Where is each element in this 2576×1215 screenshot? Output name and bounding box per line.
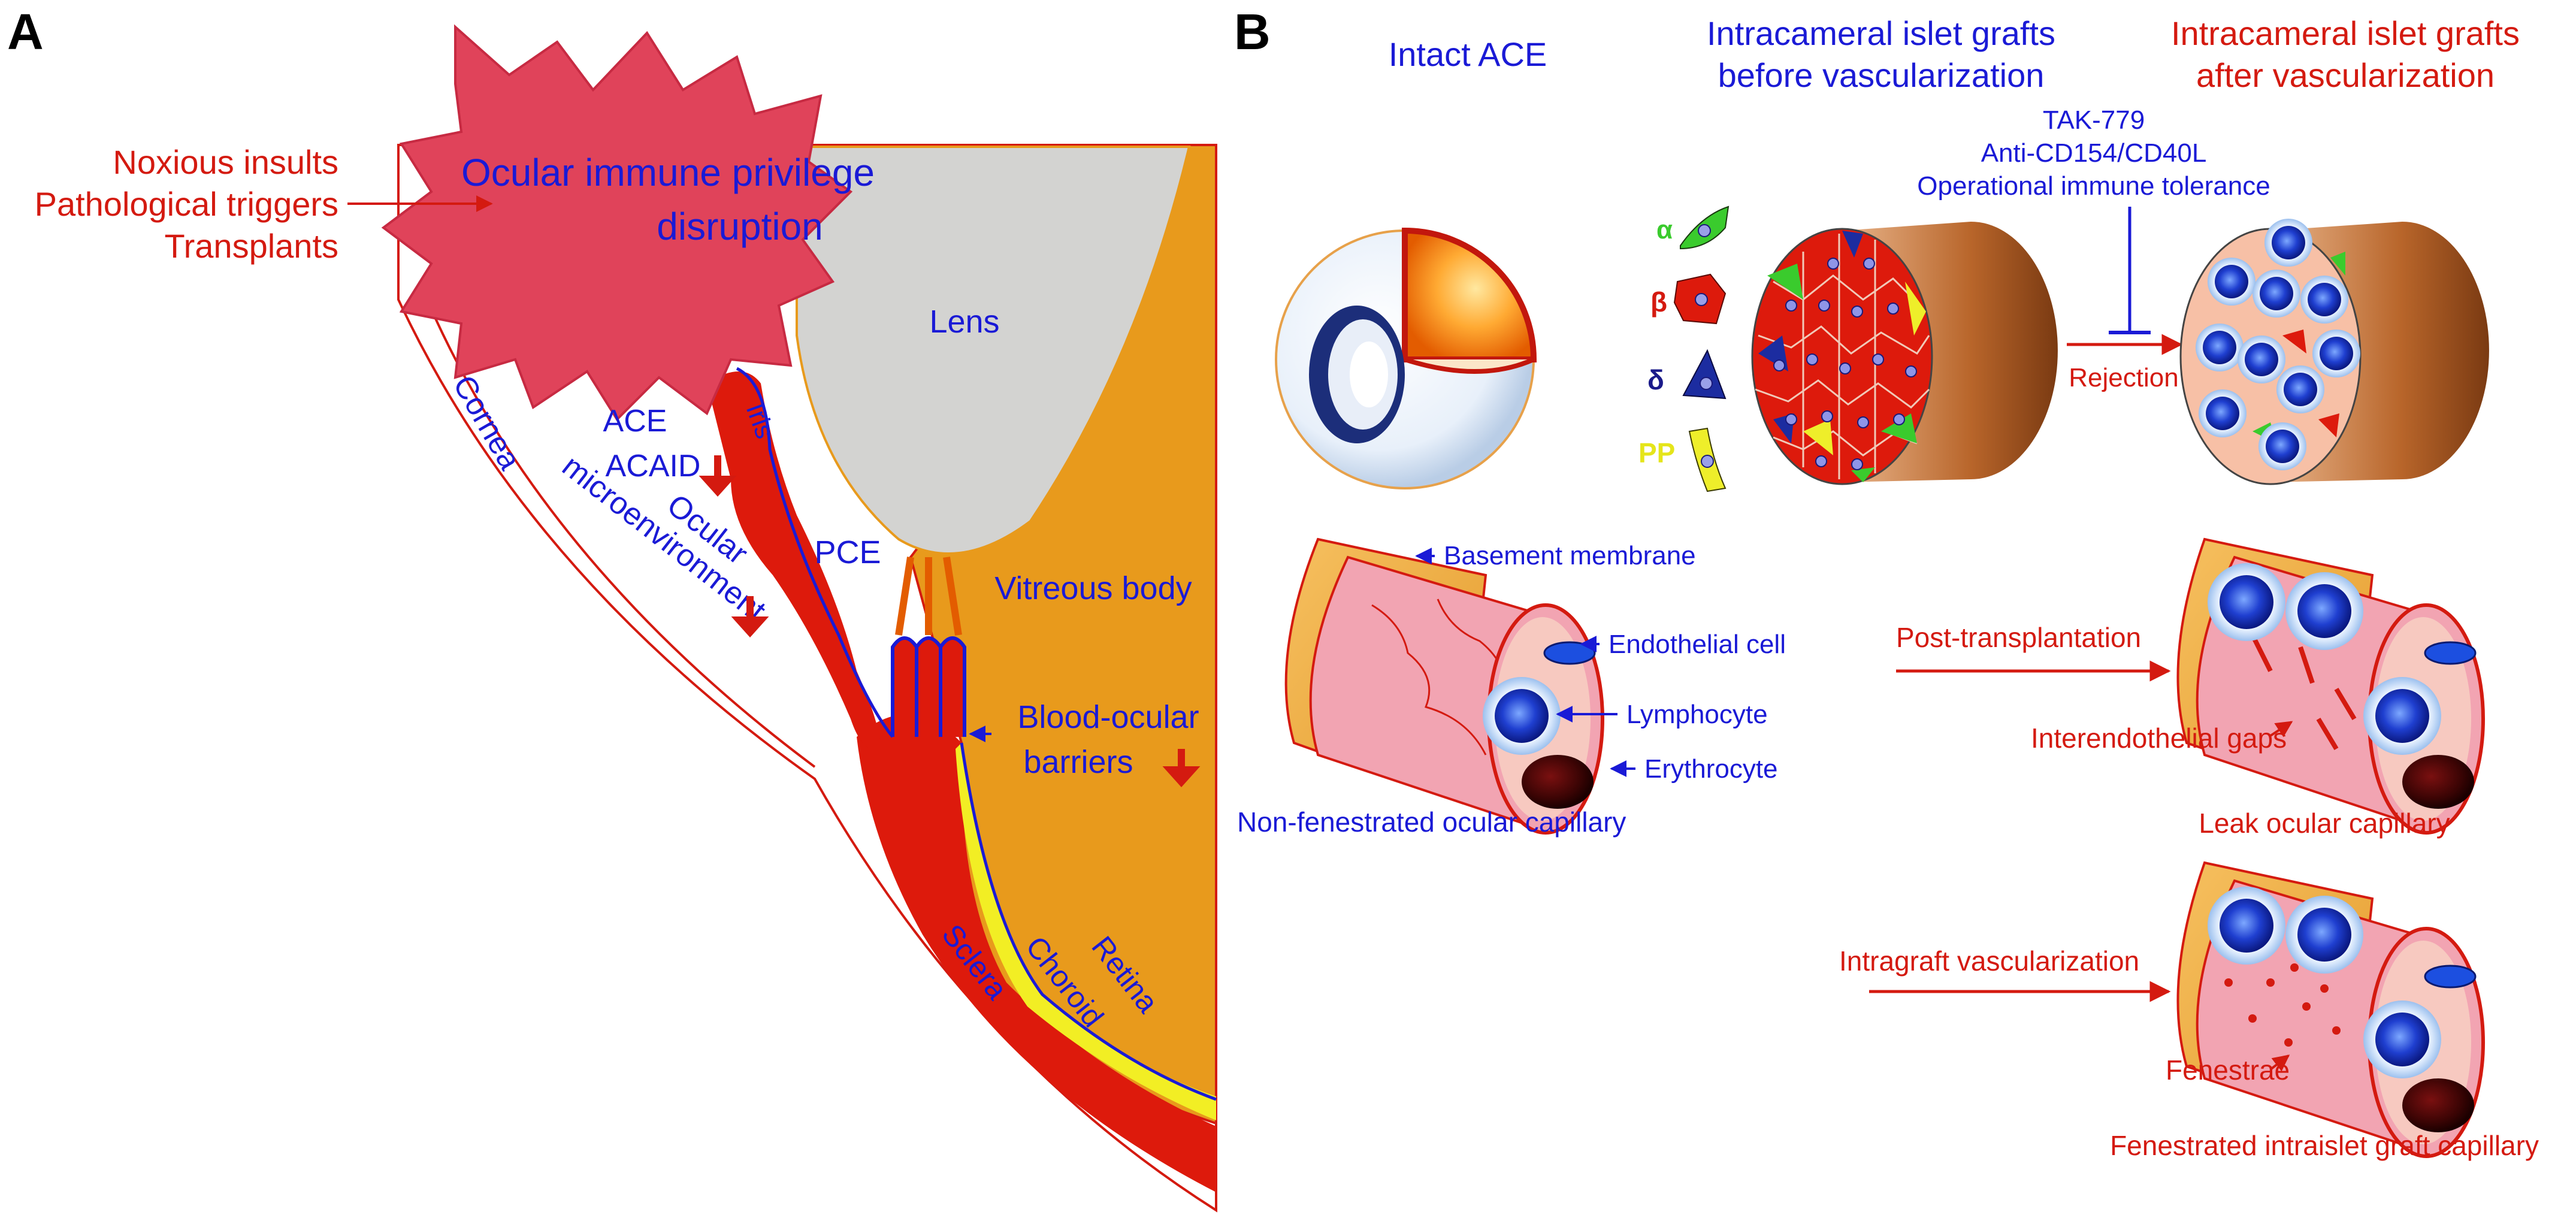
ocular-down-arrow: [731, 596, 769, 637]
after-vasc-title-1: Intracameral islet grafts: [2171, 14, 2520, 52]
zonules: [895, 557, 962, 636]
erythrocyte-label: Erythrocyte: [1644, 754, 1778, 784]
interendothelial-label: Interendothelial gaps: [2031, 723, 2287, 754]
rejection-label: Rejection: [2069, 363, 2178, 392]
islet-before-vascularization: [1751, 222, 2058, 485]
barriers-down-arrow: [1162, 749, 1201, 787]
islet-after-vascularization: [2179, 219, 2489, 485]
lymphocyte-cluster: [2196, 219, 2360, 470]
leak-label: Leak ocular capillary: [2199, 808, 2450, 839]
intact-eye-sphere: [1275, 227, 1537, 489]
panel-a: A Ocular immune privilege disruption: [7, 4, 1217, 1213]
beta-label: β: [1650, 286, 1667, 318]
endothelial-cell: [1543, 641, 1596, 665]
acaid-down-arrow: [699, 455, 737, 497]
barriers-label-2: barriers: [1023, 744, 1133, 780]
lens-label: Lens: [929, 304, 999, 340]
intact-ace-title: Intact ACE: [1389, 35, 1547, 73]
ace-label: ACE: [603, 404, 667, 439]
after-vasc-title-2: after vascularization: [2196, 56, 2495, 94]
delta-cell-icon: [1682, 349, 1727, 400]
alpha-label: α: [1656, 215, 1673, 244]
insult-2: Pathological triggers: [35, 185, 338, 223]
before-vasc-title-2: before vascularization: [1718, 56, 2045, 94]
capillary-leak: [2176, 537, 2485, 835]
capillary-fenestrated: [2176, 861, 2485, 1158]
intragraft-label: Intragraft vascularization: [1839, 945, 2139, 977]
treatment-2: Anti-CD154/CD40L: [1981, 138, 2207, 168]
iris: [707, 371, 881, 750]
treatment-1: TAK-779: [2043, 105, 2145, 135]
basement-label: Basement membrane: [1444, 541, 1696, 570]
fenestrae-label: Fenestrae: [2166, 1054, 2290, 1086]
insult-1: Noxious insults: [113, 143, 338, 181]
ciliary-processes: [891, 636, 966, 737]
acaid-label: ACAID: [606, 449, 701, 483]
panel-b: B Intact ACE Intracameral islet grafts b…: [1234, 4, 2539, 1161]
insult-3: Transplants: [165, 227, 339, 265]
immune-privilege-burst: [381, 24, 853, 422]
cell-legend: α β δ PP: [1638, 205, 1730, 492]
endothelial-label: Endothelial cell: [1609, 630, 1786, 659]
before-vasc-title-1: Intracameral islet grafts: [1707, 14, 2055, 52]
fenestrated-label: Fenestrated intraislet graft capillary: [2110, 1130, 2539, 1161]
treatment-3: Operational immune tolerance: [1917, 171, 2270, 201]
burst-label-1: Ocular immune privilege: [461, 151, 875, 194]
vitreous-label: Vitreous body: [994, 570, 1192, 606]
post-transplant-label: Post-transplantation: [1896, 622, 2141, 653]
lens: [796, 146, 1191, 555]
non-fenestrated-label: Non-fenestrated ocular capillary: [1237, 806, 1626, 838]
capillary-normal: [1284, 537, 1604, 835]
inhibition-marker: [2109, 207, 2151, 334]
pp-label: PP: [1638, 437, 1675, 469]
delta-label: δ: [1647, 364, 1664, 395]
panel-a-letter: A: [7, 4, 44, 60]
erythrocyte: [1522, 755, 1594, 809]
lymphocyte-label: Lymphocyte: [1626, 700, 1768, 729]
barriers-label-1: Blood-ocular: [1017, 699, 1199, 735]
choroid: [857, 714, 1216, 1192]
pce-label: PCE: [814, 534, 881, 570]
burst-label-2: disruption: [657, 205, 823, 248]
panel-b-letter: B: [1234, 4, 1271, 60]
